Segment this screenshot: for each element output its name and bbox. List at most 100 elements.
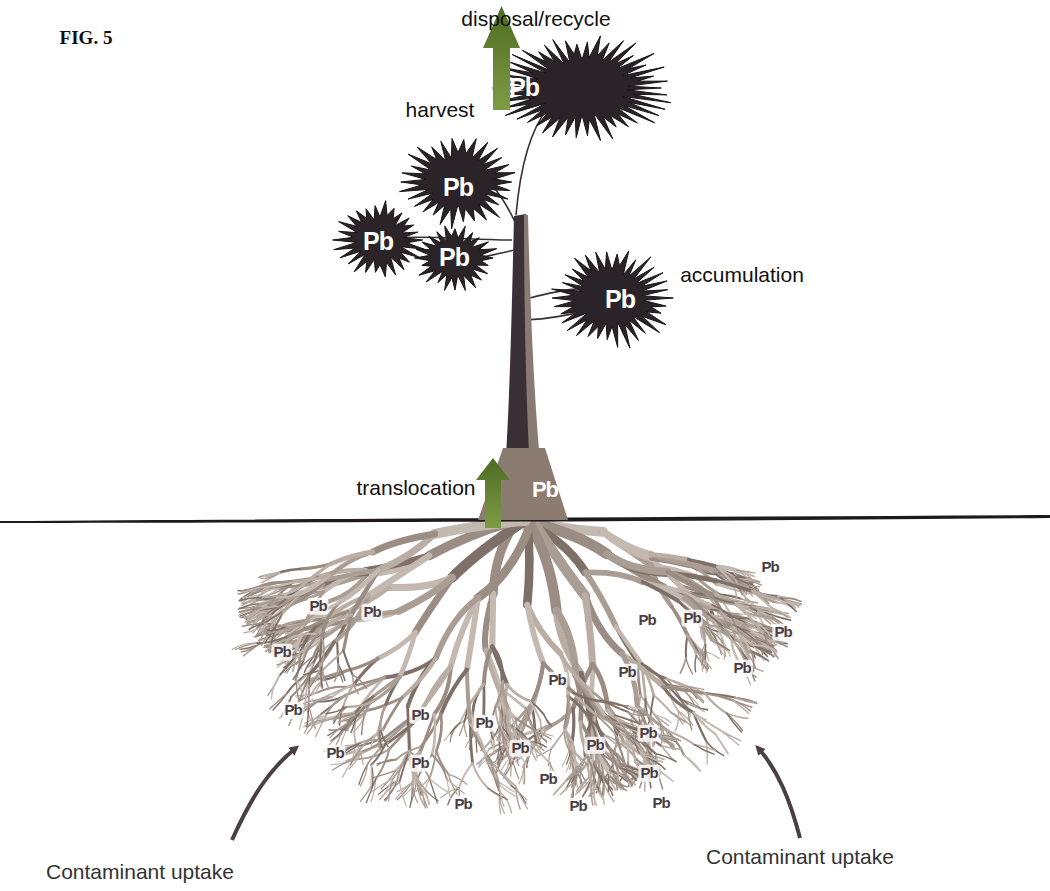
root-branch	[651, 554, 689, 559]
root-branch	[469, 684, 484, 705]
root-branch	[687, 635, 696, 656]
root-branch	[540, 720, 542, 736]
element-symbol: Pb	[473, 715, 494, 732]
element-symbol: Pb	[772, 624, 793, 641]
root-branch	[265, 572, 279, 577]
root-branch	[315, 697, 332, 702]
root-branch	[714, 597, 737, 604]
root-branch	[486, 758, 499, 785]
root-branch	[379, 706, 385, 729]
root-branch	[519, 765, 524, 784]
root-branch	[354, 658, 378, 684]
arrow-label: Contaminant uptake	[46, 860, 234, 883]
root-branch	[694, 745, 715, 751]
root-branch	[551, 730, 565, 750]
root-branch	[543, 663, 573, 693]
root-branch	[374, 677, 400, 701]
root-branch	[495, 707, 499, 727]
root-branch	[752, 591, 779, 600]
root-branch	[565, 730, 575, 753]
root-branch	[717, 581, 752, 591]
root-branch	[694, 745, 714, 754]
root-branch	[381, 731, 388, 747]
root-branch	[262, 589, 279, 593]
root-branch	[607, 554, 668, 574]
root-branch	[607, 554, 668, 572]
root-branch	[706, 741, 707, 764]
root-branch	[309, 705, 316, 729]
root-branch	[400, 632, 416, 677]
root-branch	[572, 752, 584, 762]
root-branch	[343, 651, 352, 675]
element-symbol: Pb	[567, 798, 588, 815]
root-branch	[606, 702, 629, 712]
root-branch	[321, 667, 322, 688]
root-branch	[567, 771, 581, 781]
root-branch	[629, 709, 644, 718]
root-branch	[715, 734, 728, 754]
root-branch	[500, 792, 512, 813]
plant-stem	[505, 214, 540, 470]
translocation-arrow	[476, 458, 510, 528]
root-branch	[565, 696, 569, 730]
element-symbol: Pb	[638, 765, 659, 782]
root-branch	[529, 741, 544, 751]
root-branch	[675, 711, 678, 731]
root-branch	[735, 698, 756, 703]
root-branch	[266, 612, 282, 622]
root-branch	[460, 723, 465, 736]
root-branch	[399, 782, 406, 806]
arrow-label: Contaminant uptake	[706, 845, 894, 868]
root-branch	[715, 734, 727, 753]
root-branch	[488, 788, 507, 799]
root-branch	[261, 606, 279, 609]
element-symbol: Pb	[361, 604, 382, 621]
root-branch	[304, 634, 319, 660]
root-branch	[597, 715, 620, 723]
root-branch	[343, 684, 354, 707]
root-branch	[467, 670, 470, 724]
root-branch	[281, 585, 303, 595]
element-symbol: Pb	[681, 610, 702, 627]
root-branch	[570, 752, 572, 770]
root-branch	[620, 723, 630, 737]
root-branch	[285, 621, 309, 627]
root-branch	[605, 735, 617, 745]
root-branch	[713, 641, 730, 650]
root-branch	[650, 695, 653, 718]
root-branch	[271, 612, 282, 628]
element-symbol: Pb	[509, 74, 539, 102]
root-branch	[687, 635, 700, 655]
root-branch	[533, 663, 544, 708]
root-branch	[625, 732, 638, 744]
process-label: disposal/recycle	[461, 7, 610, 30]
root-branch	[597, 715, 614, 732]
root-branch	[484, 647, 493, 684]
root-branch	[321, 637, 323, 667]
root-branch	[321, 667, 329, 689]
element-symbol: Pb	[307, 598, 328, 615]
root-branch	[507, 684, 530, 701]
element-symbol: Pb	[759, 559, 780, 576]
root-branch	[733, 700, 752, 707]
root-branch	[346, 701, 373, 707]
root-branch	[333, 707, 346, 721]
root-branch	[606, 702, 629, 709]
root-branch	[588, 757, 594, 785]
root-branch	[712, 605, 731, 616]
stem-highlight	[524, 215, 541, 470]
root-branch	[335, 664, 339, 682]
root-branch	[499, 727, 506, 741]
root-branch	[470, 724, 472, 763]
root-branch	[339, 570, 379, 603]
root-branch	[544, 714, 552, 725]
root-branch	[705, 644, 707, 659]
root-branch	[330, 552, 372, 564]
root-branch	[629, 706, 646, 709]
root-branch	[263, 594, 282, 597]
root-branch	[572, 709, 574, 744]
root-branch	[320, 637, 322, 663]
root-branch	[762, 611, 782, 614]
root-branch	[277, 569, 300, 574]
